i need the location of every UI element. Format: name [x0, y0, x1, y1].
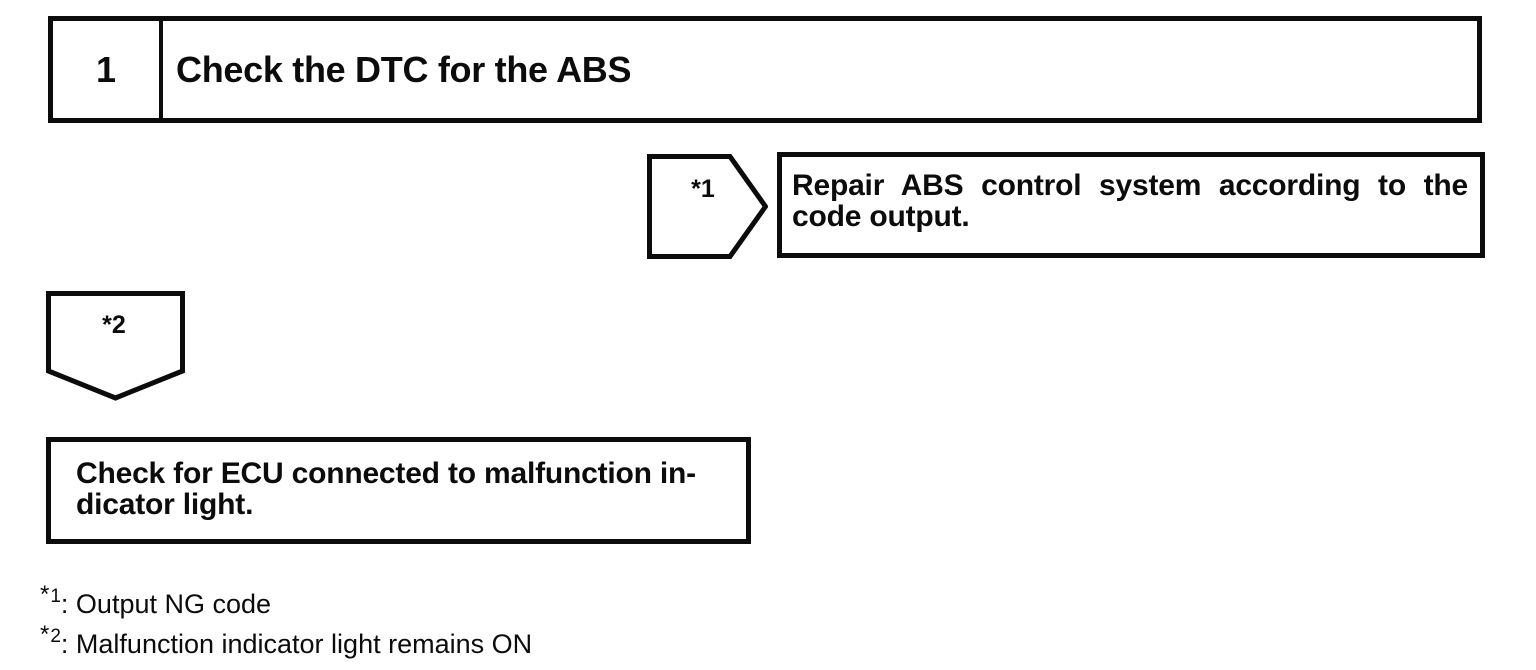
repair-abs-box-line-1: Repair ABS control system according to t… [792, 169, 1468, 202]
step-header: 1 Check the DTC for the ABS [48, 16, 1482, 123]
check-ecu-box-line-1: Check for ECU connected to malfunction i… [76, 457, 696, 490]
step-title: Check the DTC for the ABS [176, 48, 632, 90]
repair-abs-box-line-2: code output. [792, 200, 970, 233]
step-number: 1 [53, 21, 163, 118]
footnote-2-number: 2 [50, 626, 61, 647]
connector-1-pentagon-icon: *1 [647, 154, 768, 259]
footnote-1-number: 1 [50, 586, 61, 607]
connector-1-label: *1 [691, 175, 715, 203]
footnote-1-asterisk: * [40, 581, 51, 608]
footnote-1-text: : Output NG code [60, 589, 272, 619]
connector-2-label: *2 [102, 311, 126, 339]
check-ecu-box-line-2: dicator light. [76, 488, 254, 521]
footnotes: *1: Output NG code *2: Malfunction indic… [40, 581, 533, 664]
repair-abs-box: Repair ABS control system according to t… [777, 152, 1485, 258]
check-ecu-box: Check for ECU connected to malfunction i… [46, 437, 751, 544]
footnote-2: *2: Malfunction indicator light remains … [40, 621, 533, 664]
footnote-2-text: : Malfunction indicator light remains ON [60, 629, 533, 659]
footnote-1: *1: Output NG code [40, 581, 532, 624]
connector-2-pentagon-icon: *2 [46, 291, 185, 401]
footnote-2-asterisk: * [40, 621, 51, 648]
